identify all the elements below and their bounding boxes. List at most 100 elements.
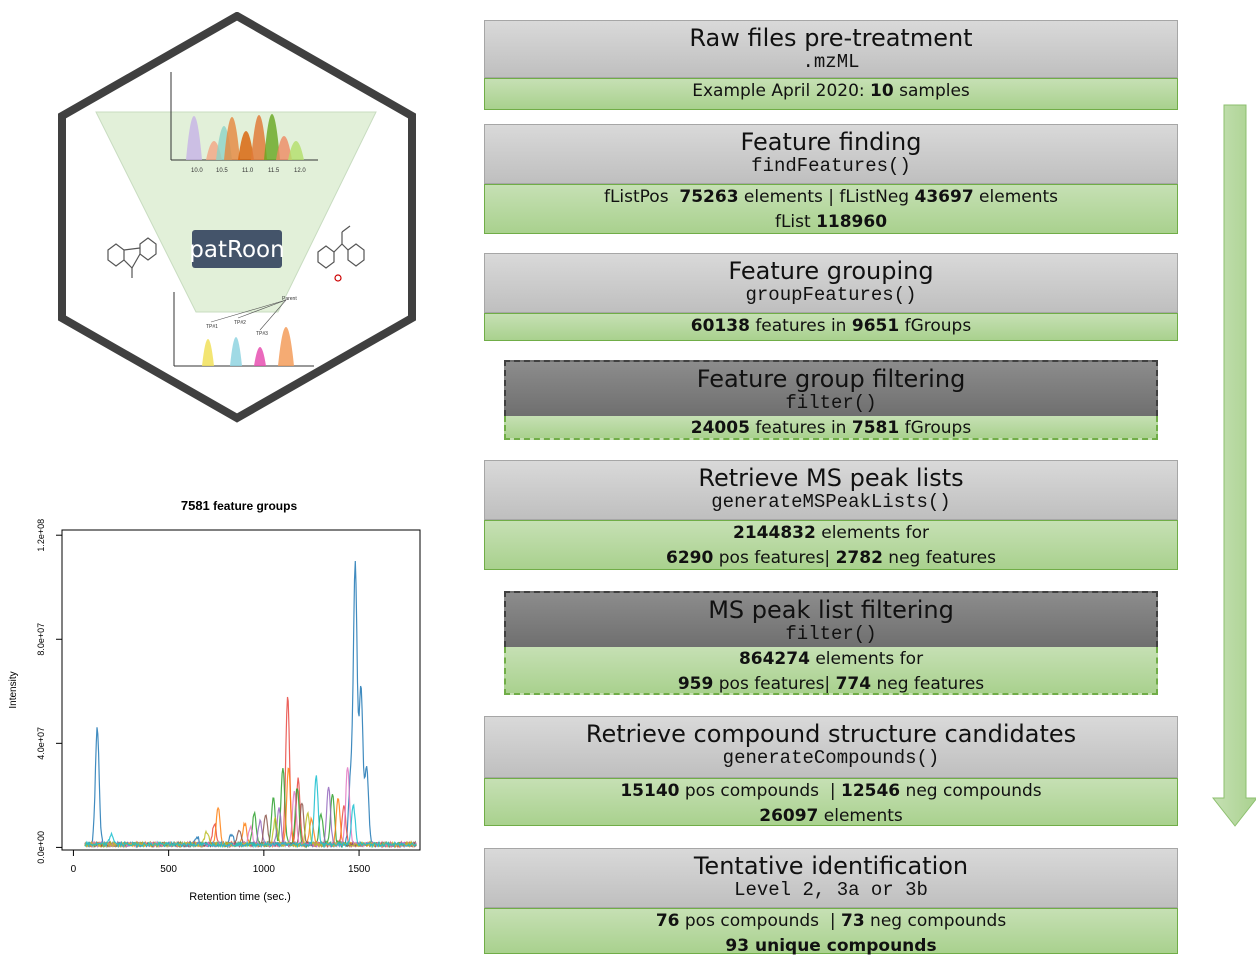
svg-text:11.5: 11.5 — [268, 168, 280, 174]
step-title: Raw files pre-treatment — [689, 24, 973, 52]
down-arrow-icon — [1212, 104, 1256, 827]
svg-text:12.0: 12.0 — [294, 168, 306, 174]
brand-box — [192, 230, 282, 268]
series-line — [84, 560, 417, 849]
result-number: 864274 — [738, 649, 810, 669]
result-line: 93 unique compounds — [485, 934, 1177, 959]
step-header: Raw files pre-treatment.mzML — [484, 20, 1178, 78]
x-axis-label: Retention time (sec.) — [189, 891, 290, 903]
series-group — [84, 560, 417, 849]
result-number: 959 — [677, 674, 714, 694]
x-tick-label: 1000 — [253, 864, 276, 875]
brand-text: patRoon — [189, 237, 284, 263]
result-text: neg compounds — [864, 911, 1007, 931]
svg-text:Parent: Parent — [282, 296, 297, 302]
step-title: Retrieve compound structure candidates — [585, 720, 1077, 748]
result-number: 2144832 — [733, 523, 816, 543]
step-title: Feature grouping — [728, 257, 934, 285]
result-line: 959 pos features| 774 neg features — [506, 672, 1156, 697]
result-text: elements — [818, 806, 903, 826]
svg-text:10.0: 10.0 — [191, 168, 203, 174]
result-text: elements for — [815, 523, 929, 543]
result-number: 75263 — [679, 187, 739, 207]
result-number: 774 — [835, 674, 872, 694]
x-tick-label: 1500 — [348, 864, 371, 875]
result-text: elements — [973, 187, 1059, 207]
step-function: .mzML — [802, 51, 860, 73]
result-text: samples — [893, 81, 970, 101]
result-text: neg features — [882, 548, 996, 568]
result-text: features in — [749, 418, 852, 438]
result-number: 7581 — [851, 418, 900, 438]
result-text: fList — [774, 212, 817, 232]
step-title: Feature finding — [740, 128, 922, 156]
y-tick-label: 8.0e+07 — [36, 623, 46, 656]
funnel-shape — [95, 111, 377, 313]
result-number: 6290 — [666, 548, 714, 568]
result-number: 2782 — [835, 548, 883, 568]
result-number: 43697 — [914, 187, 974, 207]
result-number: 12546 — [840, 781, 901, 801]
svg-text:11.0: 11.0 — [242, 168, 254, 174]
result-line: 60138 features in 9651 fGroups — [485, 314, 1177, 339]
step-function: filter() — [785, 392, 877, 414]
step-title: Tentative identification — [693, 852, 969, 880]
svg-text:10.5: 10.5 — [216, 168, 228, 174]
svg-text:TP#2: TP#2 — [234, 320, 246, 326]
result-text: elements for — [809, 649, 924, 669]
result-number: 10 — [870, 81, 894, 101]
result-line: 2144832 elements for — [485, 521, 1177, 546]
step-title: Retrieve MS peak lists — [698, 464, 964, 492]
result-number: 93 unique compounds — [725, 936, 937, 956]
series-line — [84, 775, 417, 849]
result-number: 118960 — [816, 212, 888, 232]
y-tick-label: 1.2e+08 — [36, 519, 46, 552]
result-text: Example April 2020: — [692, 81, 871, 101]
result-text: pos features| — [713, 674, 836, 694]
result-text: neg compounds — [900, 781, 1042, 801]
step-function: generateCompounds() — [722, 747, 940, 769]
result-text: neg features — [871, 674, 985, 694]
result-number: 15140 — [620, 781, 680, 801]
bottom-chromatogram: Parent TP#1 TP#2 TP#3 — [173, 292, 314, 367]
result-line: Example April 2020: 10 samples — [485, 79, 1177, 104]
top-chromatogram: 10.0 10.5 11.0 11.5 12.0 — [170, 72, 318, 174]
chart-title: 7581 feature groups — [181, 498, 298, 513]
step-function: Level 2, 3a or 3b — [734, 879, 928, 901]
result-line: 26097 elements — [485, 804, 1177, 829]
step-result: 15140 pos compounds | 12546 neg compound… — [484, 778, 1178, 826]
step-function: generateMSPeakLists() — [711, 491, 951, 513]
result-number: 26097 — [759, 806, 819, 826]
step-result: 24005 features in 7581 fGroups — [504, 416, 1158, 440]
svg-text:TP#3: TP#3 — [256, 331, 268, 337]
result-text: fListPos — [603, 187, 680, 207]
result-text: pos compounds | — [679, 781, 841, 801]
result-number: 24005 — [690, 418, 750, 438]
step-function: filter() — [785, 623, 877, 645]
result-line: fList 118960 — [485, 210, 1177, 235]
result-line: 76 pos compounds | 73 neg compounds — [485, 909, 1177, 934]
y-axis-label: Intensity — [8, 671, 19, 708]
logo-graphic: 10.0 10.5 11.0 11.5 12.0 patRoon — [58, 11, 416, 423]
result-text: fGroups — [899, 316, 972, 336]
result-number: 60138 — [690, 316, 750, 336]
result-text: pos features| — [713, 548, 836, 568]
series-line — [84, 767, 417, 849]
result-line: 24005 features in 7581 fGroups — [506, 416, 1156, 441]
result-line: 864274 elements for — [506, 647, 1156, 672]
result-text: fGroups — [899, 418, 972, 438]
